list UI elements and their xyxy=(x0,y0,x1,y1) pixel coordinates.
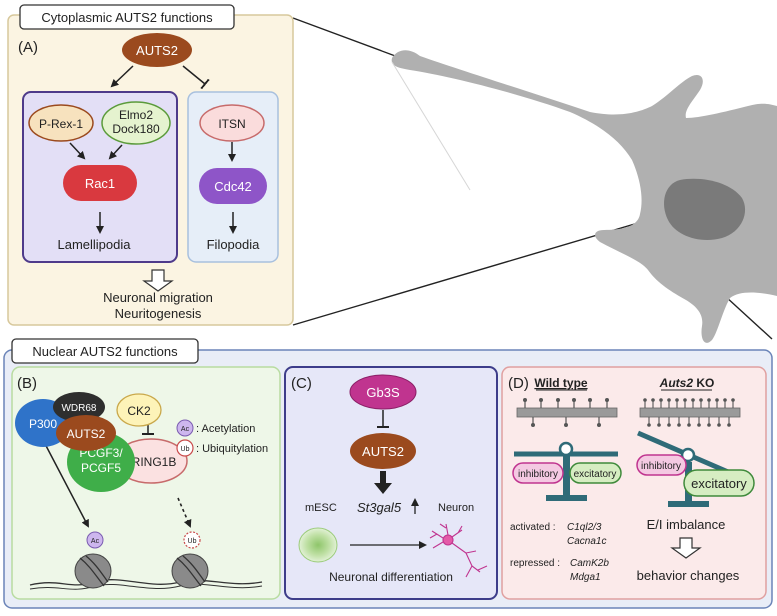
panel-a-cytoplasmic: Cytoplasmic AUTS2 functions (A) AUTS2 P-… xyxy=(7,4,294,326)
p300-label: P300 xyxy=(29,417,57,431)
activated-genes-line2: Cacna1c xyxy=(567,536,606,547)
st3gal5-label: St3gal5 xyxy=(357,500,402,515)
ck2-label: CK2 xyxy=(127,404,151,418)
dna-strand-2 xyxy=(29,583,263,590)
dock180-label: Dock180 xyxy=(112,122,160,136)
panel-a-label: (A) xyxy=(18,39,38,56)
rac1-node xyxy=(63,165,137,201)
panel-d-nuclear: (D) Wild type Auts2 KO xyxy=(501,366,767,600)
auts2-node-b xyxy=(56,415,116,451)
gb3s-node xyxy=(349,374,417,410)
wild-type-label: Wild type xyxy=(534,376,588,390)
auts2-label-c: AUTS2 xyxy=(362,444,404,459)
excitatory-label-wt: excitatory xyxy=(574,469,617,480)
repressed-label: repressed : xyxy=(510,558,560,569)
nuclear-title-box xyxy=(11,338,199,364)
itsn-node xyxy=(199,104,265,142)
auts2-label-b: AUTS2 xyxy=(67,427,106,441)
prex1-node xyxy=(28,104,94,142)
ubiquitylation-mark-text: Ub xyxy=(188,538,197,545)
dendrite-wild-type-icon xyxy=(516,398,618,427)
dendrite-ko-icon xyxy=(639,398,741,427)
ck2-node xyxy=(116,393,162,427)
pcgf-label-line2: PCGF5 xyxy=(81,461,121,475)
panel-b-label: (B) xyxy=(17,375,37,392)
cytoplasmic-title-box xyxy=(19,4,235,30)
neuron-cell-icon xyxy=(429,523,488,578)
result-arrow-icon xyxy=(670,537,702,559)
outcome-line-1: Neuronal migration xyxy=(103,290,213,305)
excitatory-pill-ko xyxy=(683,469,755,497)
auts2-label-a: AUTS2 xyxy=(136,43,178,58)
panel-b-nuclear: (B) P300 WDR68 CK2 RING1B PCGF3/ PCGF5 A… xyxy=(11,366,281,600)
ko-suffix: KO xyxy=(693,376,714,390)
induction-arrow-icon xyxy=(374,471,392,494)
acetylation-symbol-text: Ac xyxy=(181,426,190,433)
ring1b-label: RING1B xyxy=(132,455,177,469)
dna-strand xyxy=(29,579,263,586)
auts2-node-a xyxy=(122,33,192,67)
nuclear-section-title: Nuclear AUTS2 functions xyxy=(32,344,178,359)
itsn-label: ITSN xyxy=(218,117,245,131)
ubiquitylation-symbol-icon xyxy=(176,439,194,457)
elmo2-label: Elmo2 xyxy=(119,108,153,122)
ko-gene-name: Auts2 xyxy=(659,376,694,390)
panel-c-label: (C) xyxy=(291,375,312,392)
behavior-changes-label: behavior changes xyxy=(637,568,740,583)
outcome-arrow-icon xyxy=(142,269,174,292)
ubiquitylation-symbol-text: Ub xyxy=(181,446,190,453)
excitatory-label-ko: excitatory xyxy=(691,476,747,491)
panel-d-label: (D) xyxy=(508,375,529,392)
ubiquitylation-legend: : Ubiquitylation xyxy=(196,443,268,455)
acetylation-mark-icon xyxy=(86,531,104,549)
ubiquitylation-mark-icon xyxy=(183,531,201,549)
gb3s-label: Gb3S xyxy=(366,385,400,400)
inhibitory-pill-ko xyxy=(636,454,687,476)
excitatory-pill-wt xyxy=(569,462,622,484)
auts2-node-c xyxy=(350,433,416,469)
wdr68-label: WDR68 xyxy=(61,403,96,414)
ei-imbalance-label: E/I imbalance xyxy=(647,517,726,532)
neuron-illustration xyxy=(292,17,777,343)
auts2-ko-label: Auts2 KO xyxy=(659,376,715,390)
lamellipodia-label: Lamellipodia xyxy=(58,237,132,252)
acetylation-symbol-icon xyxy=(176,419,194,437)
activated-genes-line1: C1ql2/3 xyxy=(567,522,602,533)
filopodia-label: Filopodia xyxy=(207,237,261,252)
repressed-genes-line1: CamK2b xyxy=(570,558,609,569)
outcome-line-2: Neuritogenesis xyxy=(115,306,202,321)
inhibitory-label-ko: inhibitory xyxy=(641,461,681,472)
balance-wild-type-icon xyxy=(514,441,618,501)
acetylation-legend: : Acetylation xyxy=(196,423,255,435)
activated-label: activated : xyxy=(510,522,556,533)
elmo2-dock180-node xyxy=(101,101,171,145)
differentiation-label: Neuronal differentiation xyxy=(329,570,453,584)
panel-c-nuclear: (C) Gb3S AUTS2 St3gal5 mESC Neuron Neuro… xyxy=(284,366,498,600)
acetylation-mark-text: Ac xyxy=(91,538,100,545)
prex1-label: P-Rex-1 xyxy=(39,117,83,131)
mesc-cell-icon xyxy=(298,527,338,563)
repressed-genes-line2: Mdga1 xyxy=(570,572,601,583)
cytoplasmic-section-title: Cytoplasmic AUTS2 functions xyxy=(41,10,213,25)
neuron-label: Neuron xyxy=(438,502,474,514)
inhibitory-pill-wt xyxy=(512,462,564,484)
wdr68-node xyxy=(53,392,105,422)
mesc-label: mESC xyxy=(305,502,337,514)
cdc42-node xyxy=(199,168,267,204)
inhibitory-label-wt: inhibitory xyxy=(518,469,558,480)
cdc42-label: Cdc42 xyxy=(214,179,252,194)
rac1-label: Rac1 xyxy=(85,176,115,191)
